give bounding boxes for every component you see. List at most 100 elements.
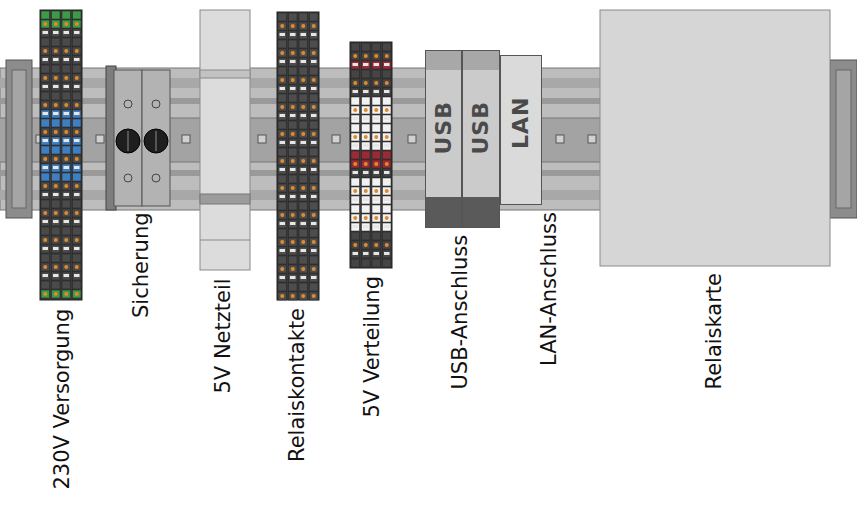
terminal-cell	[52, 272, 61, 280]
terminal-body	[350, 42, 392, 268]
terminal-slot	[301, 168, 307, 171]
terminal-screw	[43, 184, 47, 188]
terminal-slot	[280, 87, 286, 90]
terminal-cell	[52, 191, 61, 199]
terminal-cell	[299, 247, 308, 255]
terminal-cell	[299, 211, 308, 219]
terminal-slot	[363, 198, 369, 201]
terminal-screw	[43, 103, 47, 107]
terminal-cell	[299, 67, 308, 75]
part-caption: 5V Netzteil	[213, 278, 234, 393]
terminal-cell	[362, 43, 371, 51]
terminal-cell	[73, 155, 82, 163]
terminal-slot	[384, 171, 390, 174]
terminal-cell	[41, 92, 50, 100]
terminal-slot	[64, 247, 70, 250]
terminal-cell	[278, 49, 287, 57]
terminal-screw	[54, 211, 58, 215]
terminal-cell	[383, 259, 392, 267]
terminal-slot	[311, 195, 317, 198]
terminal-cell	[73, 29, 82, 37]
terminal-cell	[289, 265, 298, 273]
terminal-cell	[351, 106, 360, 114]
terminal-cell	[278, 130, 287, 138]
terminal-cell	[52, 128, 61, 136]
terminal-cell	[41, 119, 50, 127]
terminal-slot	[53, 166, 59, 169]
terminal-screw	[353, 108, 357, 112]
terminal-cell	[62, 20, 71, 28]
terminal-cell	[289, 202, 298, 210]
terminal-cell	[310, 211, 319, 219]
terminal-cell	[41, 11, 50, 19]
terminal-cell	[310, 13, 319, 21]
terminal-cell	[362, 133, 371, 141]
terminal-screw	[312, 186, 316, 190]
terminal-cell	[299, 139, 308, 147]
terminal-cell	[289, 112, 298, 120]
terminal-screw	[385, 81, 389, 85]
terminal-slot	[374, 225, 380, 228]
terminal-slot	[374, 63, 380, 66]
terminal-cell	[62, 155, 71, 163]
terminal-cell	[278, 292, 287, 300]
terminal-cell	[351, 97, 360, 105]
terminal-cell	[62, 92, 71, 100]
terminal-cell	[278, 139, 287, 147]
terminal-screw	[280, 132, 284, 136]
terminal-cell	[351, 178, 360, 186]
terminal-cell	[289, 85, 298, 93]
terminal-cell	[73, 263, 82, 271]
terminal-cell	[73, 209, 82, 217]
terminal-slot	[64, 58, 70, 61]
terminal-cell	[289, 139, 298, 147]
terminal-slot	[290, 276, 296, 279]
terminal-cell	[289, 274, 298, 282]
terminal-cell	[41, 209, 50, 217]
terminal-cell	[289, 256, 298, 264]
terminal-screw	[75, 76, 79, 80]
terminal-cell	[310, 292, 319, 300]
terminal-cell	[310, 67, 319, 75]
terminal-cell	[383, 223, 392, 231]
terminal-cell	[289, 166, 298, 174]
terminal-cell	[289, 220, 298, 228]
terminal-cell	[52, 164, 61, 172]
terminal-cell	[278, 76, 287, 84]
terminal-cell	[362, 52, 371, 60]
terminal-slot	[353, 63, 359, 66]
terminal-slot	[384, 63, 390, 66]
terminal-screw	[364, 189, 368, 193]
terminal-cell	[351, 232, 360, 240]
terminal-screw	[291, 51, 295, 55]
terminal-slot	[43, 112, 49, 115]
terminal-slot	[290, 33, 296, 36]
terminal-slot	[74, 112, 80, 115]
terminal-cell	[351, 43, 360, 51]
terminal-cell	[73, 47, 82, 55]
terminal-cell	[383, 79, 392, 87]
terminal-slot	[374, 171, 380, 174]
terminal-slot	[290, 141, 296, 144]
terminal-cell	[362, 142, 371, 150]
terminal-cell	[351, 241, 360, 249]
terminal-cell	[62, 164, 71, 172]
terminal-cell	[52, 110, 61, 118]
terminal-cell	[383, 124, 392, 132]
terminal-screw	[64, 103, 68, 107]
terminal-cell	[41, 101, 50, 109]
terminal-cell	[52, 20, 61, 28]
terminal-slot	[353, 225, 359, 228]
terminal-screw	[353, 243, 357, 247]
terminal-slot	[280, 276, 286, 279]
terminal-cell	[289, 67, 298, 75]
terminal-cell	[41, 263, 50, 271]
terminal-cell	[289, 130, 298, 138]
terminal-cell	[73, 218, 82, 226]
terminal-cell	[383, 250, 392, 258]
terminal-screw	[291, 105, 295, 109]
terminal-cell	[351, 160, 360, 168]
terminal-cell	[372, 232, 381, 240]
terminal-cell	[372, 133, 381, 141]
terminal-screw	[75, 184, 79, 188]
